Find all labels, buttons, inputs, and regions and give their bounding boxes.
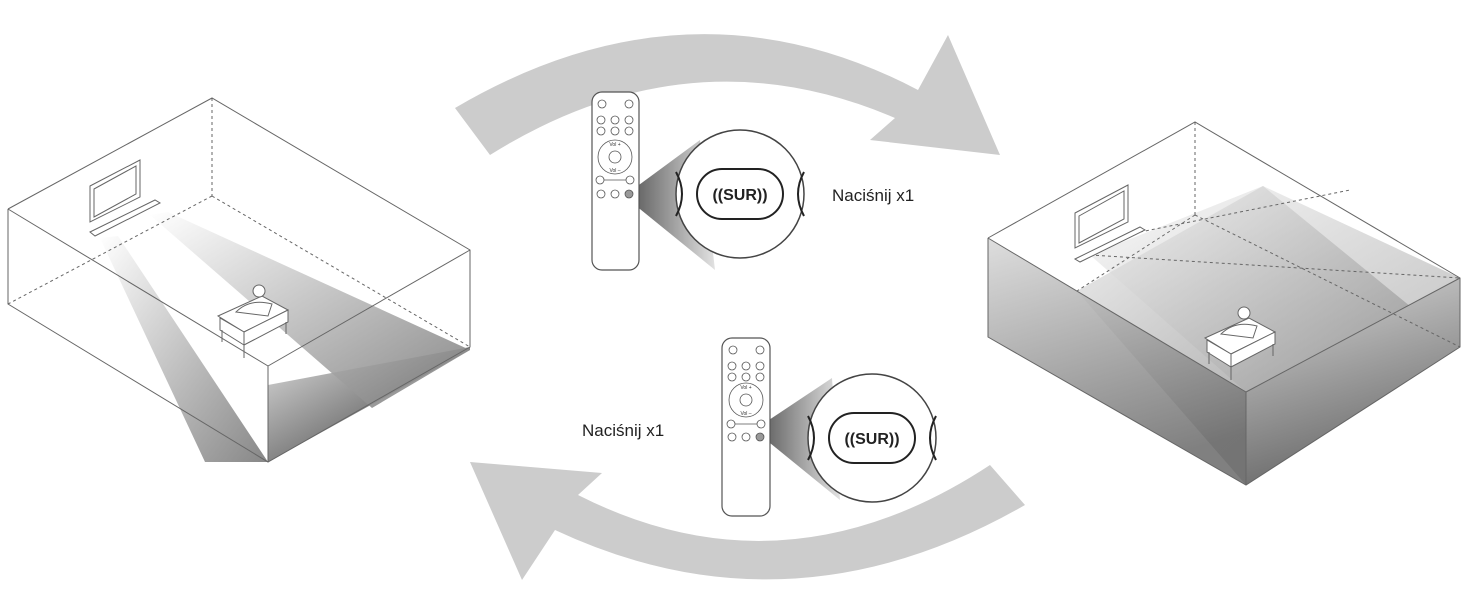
stereo-beam-right — [150, 212, 470, 408]
cycle-arrows — [455, 34, 1025, 580]
surround-beam — [1090, 186, 1460, 392]
magnifier-top: ((SUR)) — [675, 129, 805, 259]
press-once-instruction-bottom: Naciśnij x1 — [582, 421, 665, 440]
remote-top-vol-plus: Vol + — [609, 142, 620, 148]
sur-button-top — [696, 168, 784, 220]
remote-body-top — [591, 91, 640, 271]
tv-icon — [89, 159, 141, 223]
room-stereo — [7, 97, 471, 463]
room-surround-front-wall — [988, 238, 1246, 485]
magnifier-bottom: ((SUR)) — [807, 373, 937, 503]
top-arrow-icon — [455, 34, 1000, 155]
remote-bottom: Vol + Vol – ((SUR)) — [721, 337, 937, 517]
room-surround-right-wall — [1246, 278, 1460, 485]
press-once-instruction-top: Naciśnij x1 — [832, 186, 915, 205]
sur-button-bottom-label: ((SUR)) — [844, 431, 899, 448]
stereo-beam-left — [100, 236, 268, 462]
sur-button-top-label: ((SUR)) — [712, 187, 767, 204]
listener-on-sofa-icon — [216, 284, 290, 358]
remote-bottom-vol-minus: Vol – — [740, 411, 751, 417]
soundbar-icon — [89, 199, 162, 237]
room-surround — [987, 121, 1461, 486]
remote-top: Vol + Vol – ((SUR)) — [591, 91, 805, 271]
listener-on-sofa-icon-right — [1203, 306, 1277, 380]
remote-top-vol-minus: Vol – — [609, 168, 620, 174]
tv-icon-right — [1074, 184, 1129, 249]
remote-bottom-vol-plus: Vol + — [740, 385, 751, 391]
soundbar-icon-right — [1073, 226, 1147, 263]
sur-button-bottom — [828, 412, 916, 464]
remote-body-bottom — [721, 337, 771, 517]
bottom-arrow-icon — [470, 462, 1025, 580]
